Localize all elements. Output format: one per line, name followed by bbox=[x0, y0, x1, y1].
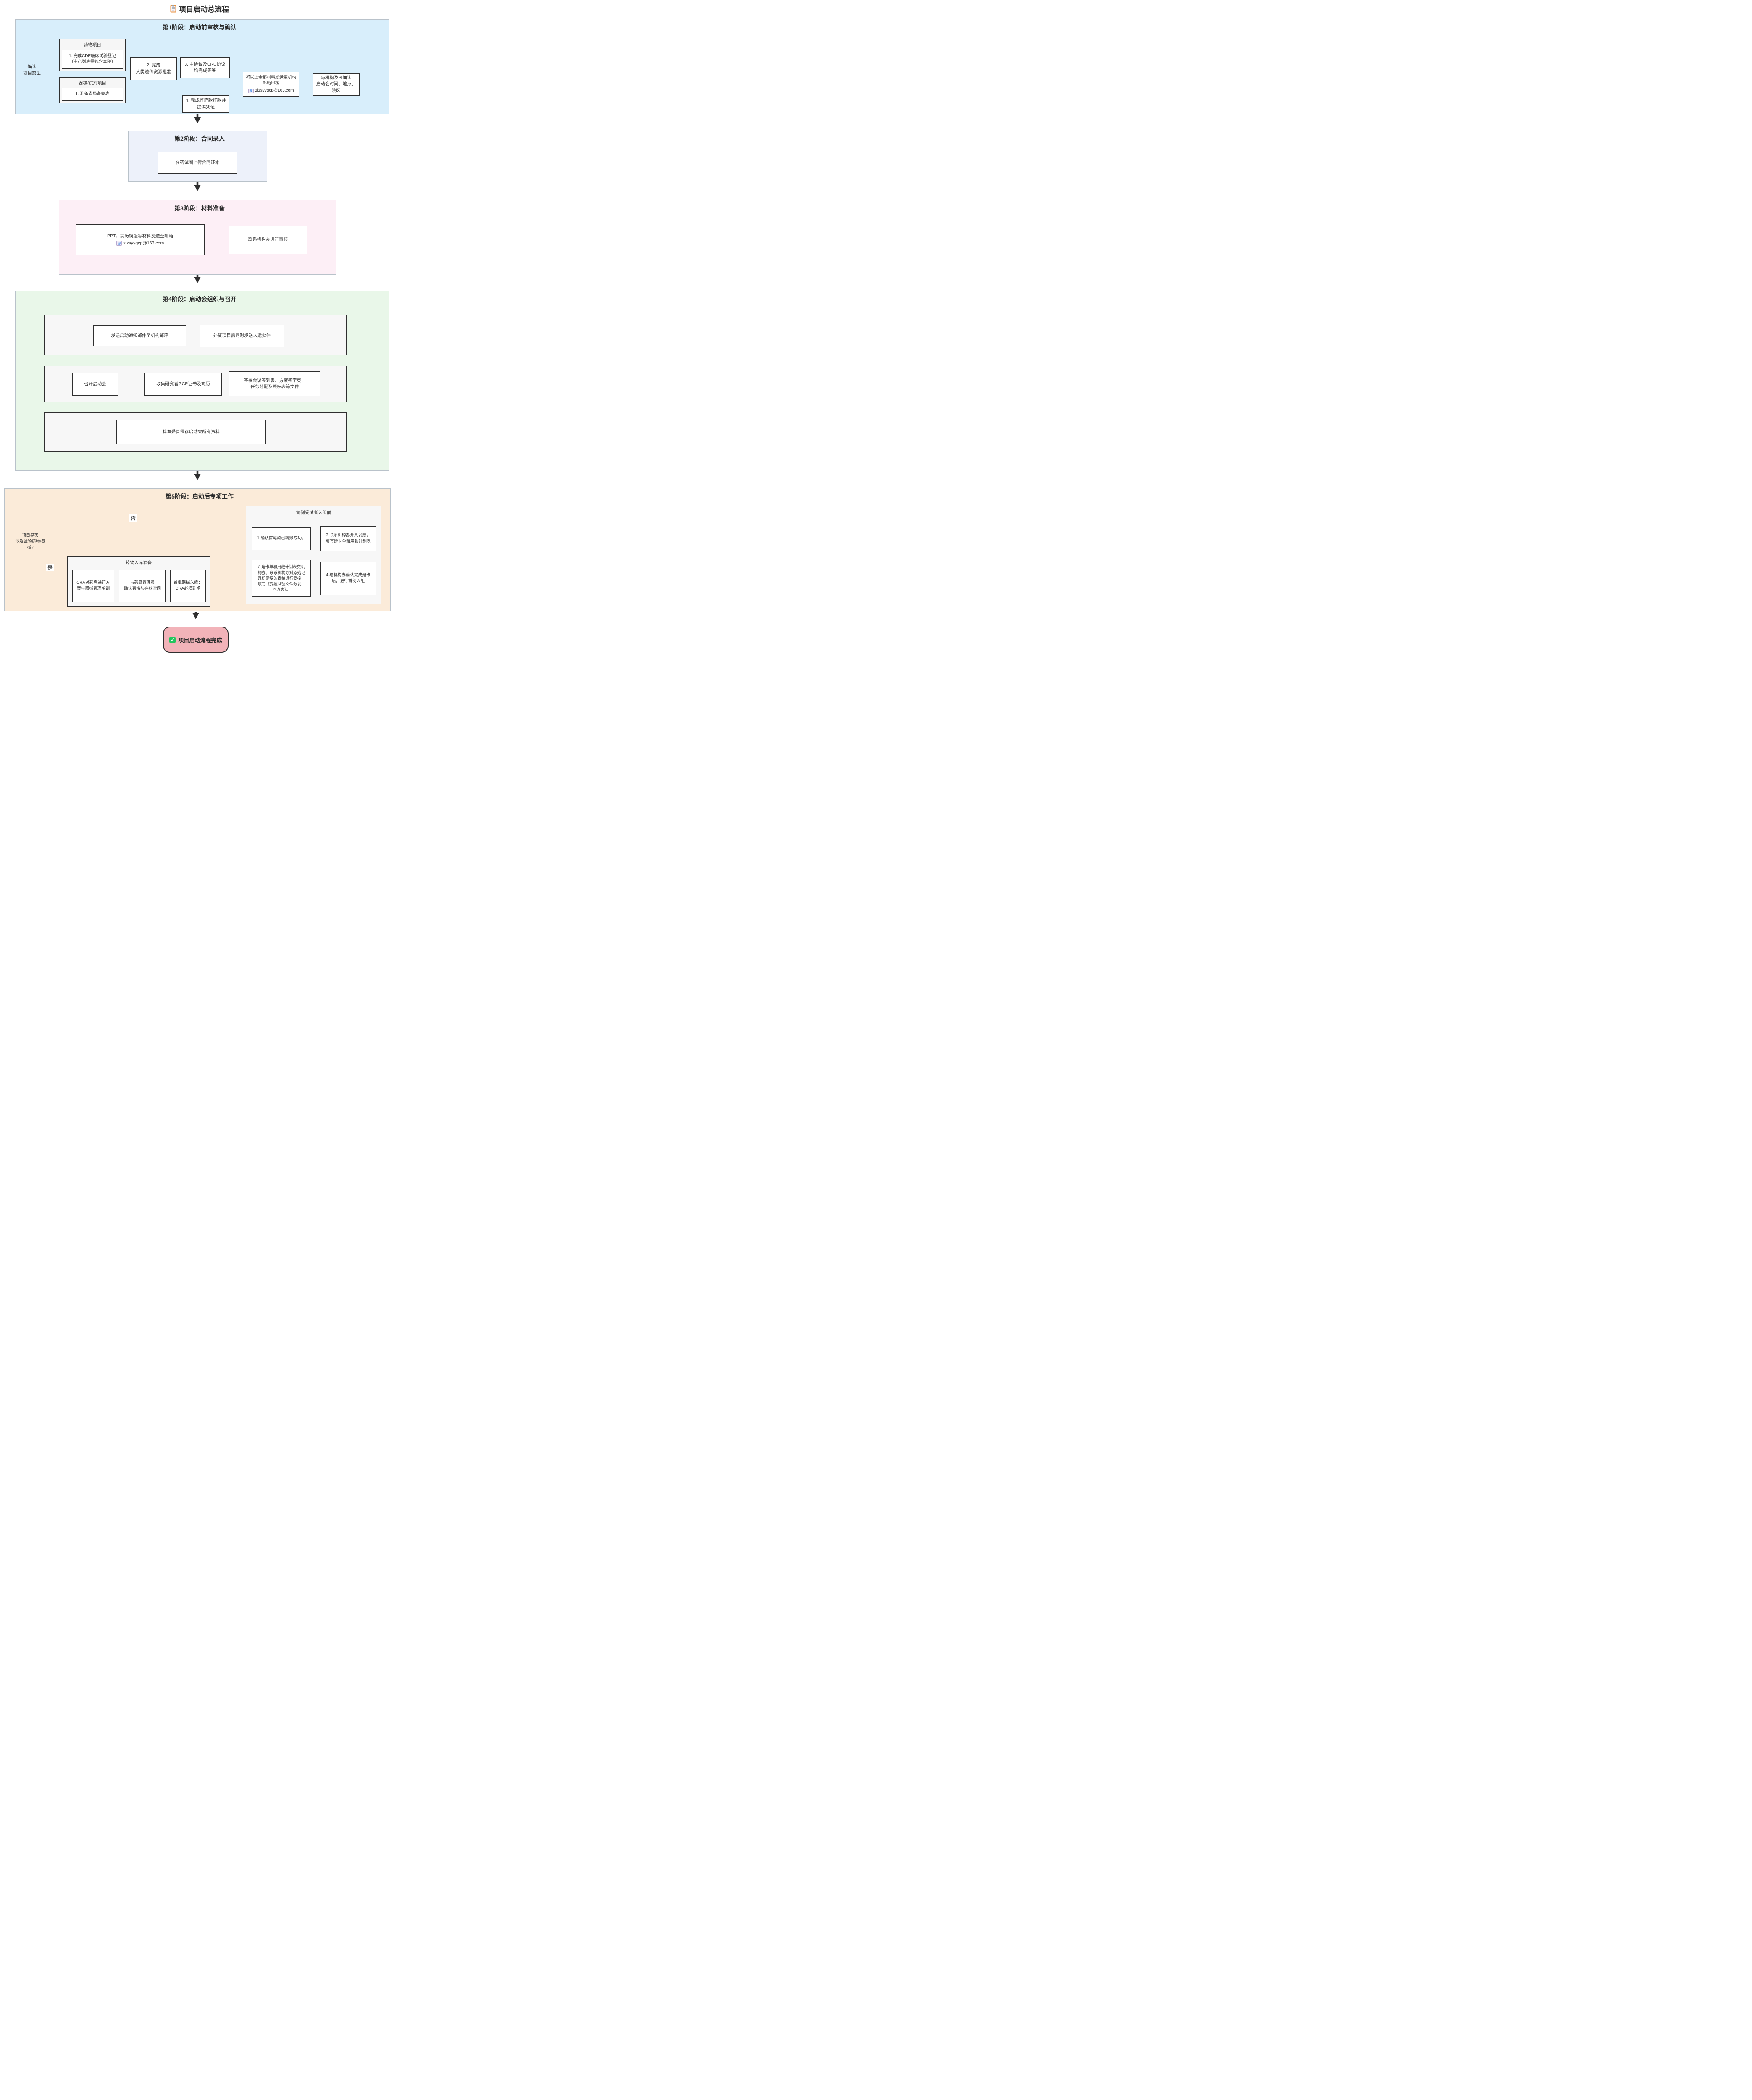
hold-meeting-box: 召开启动会 bbox=[72, 373, 118, 396]
sign-docs-box: 签署会议签到表、方案签字页、 任务分配及授权表等文件 bbox=[229, 371, 320, 396]
step4-box: 4. 完成首笔款打款并 提供凭证 bbox=[182, 95, 229, 113]
decision-project-type: 确认 项目类型 bbox=[23, 64, 41, 76]
notice-email-box: 发送启动通知邮件至机构邮箱 bbox=[93, 326, 186, 346]
confirm-meeting-box: 与机构及PI确认 启动会时间、地点、 院区 bbox=[313, 73, 360, 96]
drug-project-group-title: 药物项目 bbox=[84, 42, 101, 47]
stage-4-header: 第4阶段：启动会组织与召开 bbox=[163, 296, 236, 302]
review-box: 联系机构办进行审核 bbox=[229, 226, 307, 254]
device-project-step-box: 1. 准备省局备案表 bbox=[62, 88, 123, 101]
archive-box: 科室妥善保存启动会所有资料 bbox=[116, 420, 266, 444]
foreign-project-box: 外资项目需同时发送人遗批件 bbox=[200, 325, 284, 347]
email-icon: @ bbox=[248, 88, 254, 93]
email-icon: @ bbox=[116, 241, 122, 246]
upload-contract-box: 在药试圈上传合同证本 bbox=[158, 152, 237, 174]
end-node: ✓ 项目启动流程完成 bbox=[163, 627, 229, 653]
stage-5-header: 第5阶段：启动后专项工作 bbox=[165, 493, 234, 500]
step2-box: 2. 完成 人类遗传资源批准 bbox=[130, 57, 177, 80]
end-node-text: 项目启动流程完成 bbox=[178, 637, 222, 643]
step3-box: 3. 主协议及CRC协议 均完成签署 bbox=[180, 57, 230, 78]
device-project-group-title: 器械/试剂项目 bbox=[79, 81, 106, 86]
confirm-storage-box: 与药品管理员 确认表格与存放空间 bbox=[119, 570, 166, 602]
cra-training-box: CRA对药房进行方 案与器械管理培训 bbox=[72, 570, 114, 602]
no-edge-label: 否 bbox=[129, 514, 137, 522]
meeting-notice-row bbox=[44, 315, 347, 355]
svg-text:@: @ bbox=[249, 89, 252, 93]
svg-text:@: @ bbox=[117, 242, 121, 245]
collect-gcp-box: 收集研究者GCP证书及简历 bbox=[144, 373, 222, 396]
confirm-payment-box: 1.确认首笔款已转账成功。 bbox=[252, 527, 311, 550]
stage-2-header: 第2阶段：合同录入 bbox=[174, 135, 225, 142]
send-materials-email: zjzsyygcp@163.com bbox=[255, 88, 294, 93]
send-ppt-text: PPT、病历模版等材料发送至邮箱 bbox=[107, 233, 173, 239]
invoice-card-box: 2.联系机构办开具发票， 填写建卡单和用款计划表 bbox=[320, 526, 376, 551]
yes-edge-label: 是 bbox=[46, 564, 54, 571]
send-materials-box: 将以上全部材料发送至机构 邮箱审核 @ zjzsyygcp@163.com bbox=[243, 72, 299, 97]
first-batch-box: 首批器械入库： CRA必须到场 bbox=[170, 570, 206, 602]
send-ppt-email: zjzsyygcp@163.com bbox=[123, 241, 164, 246]
page-title-text: 项目启动总流程 bbox=[179, 5, 229, 13]
first-enroll-box: 4.与机构办确认完成建卡 后，进行首例入组 bbox=[320, 562, 376, 595]
send-materials-text: 将以上全部材料发送至机构 邮箱审核 bbox=[246, 75, 296, 86]
clipboard-icon bbox=[170, 5, 176, 13]
flowchart-canvas: 项目启动总流程 第1阶段：启动前审核与确认 确认 项目类型 药物项目 1. 完成… bbox=[0, 0, 399, 674]
check-icon: ✓ bbox=[169, 636, 176, 643]
pre-enroll-group-title: 首例受试者入组前 bbox=[296, 510, 331, 515]
send-ppt-box: PPT、病历模版等材料发送至邮箱 @ zjzsyygcp@163.com bbox=[76, 224, 205, 255]
drug-project-step-box: 1. 完成CDE临床试验登记 （中心列表需包含本院） bbox=[62, 50, 123, 69]
drug-prep-group-title: 药物入库准备 bbox=[125, 560, 152, 565]
page-title: 项目启动总流程 bbox=[0, 3, 399, 14]
stage-3-header: 第3阶段：材料准备 bbox=[174, 205, 225, 212]
controlled-forms-box: 3.建卡单和用款计划表交机 构办。联系机构办对原始记 录所需要的表格进行受控， … bbox=[252, 560, 311, 597]
stage-1-header: 第1阶段：启动前审核与确认 bbox=[163, 24, 236, 31]
decision-drug-device: 项目是否 涉及试验药物/器 械? bbox=[15, 533, 45, 550]
